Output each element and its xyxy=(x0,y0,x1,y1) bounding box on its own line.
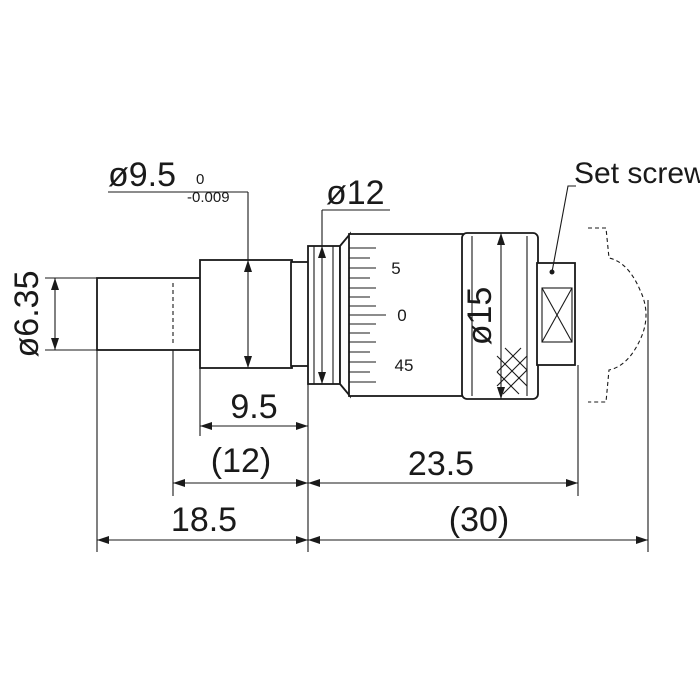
sleeve-diameter-label: ø9.5 xyxy=(108,156,176,194)
dim-30-ref: (30) xyxy=(449,501,509,539)
extension-lines xyxy=(45,192,649,552)
dim-23-5: 23.5 xyxy=(408,445,474,483)
scale-mark-0: 0 xyxy=(397,306,406,325)
spindle-diameter-label: ø6.35 xyxy=(8,271,46,358)
sleeve-step xyxy=(290,261,310,367)
set-screw-label: Set screw xyxy=(574,157,700,190)
dim-9-5: 9.5 xyxy=(230,388,277,426)
spindle xyxy=(96,277,203,351)
set-screw-head xyxy=(536,262,576,366)
set-screw-cross xyxy=(541,287,573,343)
thimble-graduations xyxy=(349,247,386,383)
scale-mark-5: 5 xyxy=(391,259,400,278)
phantom-cap xyxy=(588,227,647,403)
part-outline xyxy=(96,227,647,403)
ring-diameter-label: ø12 xyxy=(326,174,385,212)
sleeve xyxy=(199,259,293,369)
tolerance-lower: -0.009 xyxy=(187,189,230,206)
dim-12-ref: (12) xyxy=(211,442,271,480)
set-screw-inner xyxy=(541,287,573,343)
sleeve-ring xyxy=(307,245,341,385)
dimension-lines xyxy=(51,185,648,544)
thimble-diameter-label: ø15 xyxy=(461,287,499,346)
scale-mark-45: 45 xyxy=(395,356,414,375)
tolerance-upper: 0 xyxy=(196,171,204,188)
dim-18-5: 18.5 xyxy=(171,501,237,539)
